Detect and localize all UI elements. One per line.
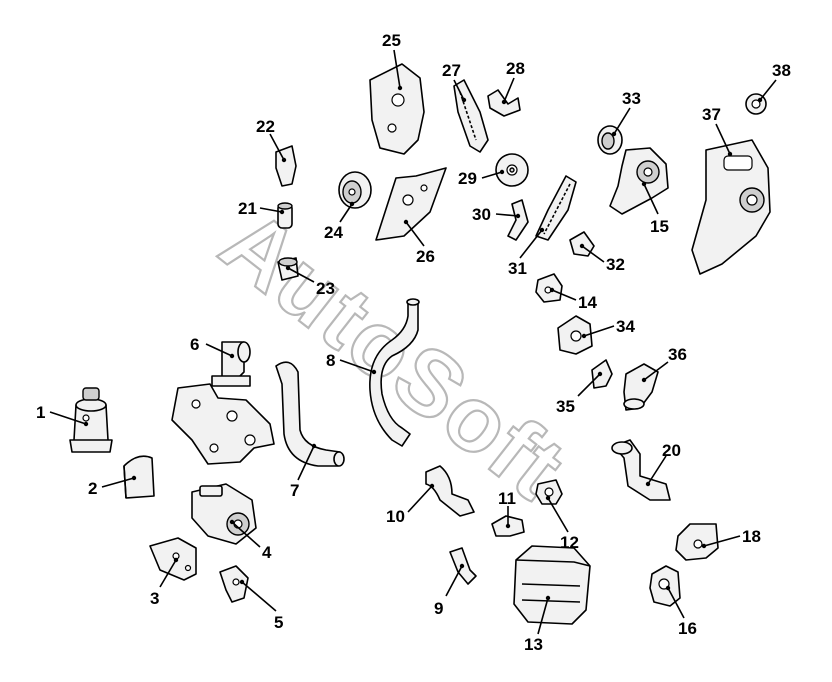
part-3-drawing[interactable] [149,537,197,581]
label-31: 31 [508,259,527,278]
label-11: 11 [498,489,516,508]
leader-lines [49,49,777,635]
part-8-drawing[interactable] [369,298,420,447]
label-13: 13 [524,635,543,654]
label-29: 29 [458,169,477,188]
label-12: 12 [560,533,579,552]
label-22: 22 [256,117,275,136]
label-6: 6 [190,335,199,354]
part-34-drawing[interactable] [557,315,593,355]
label-36: 36 [668,345,687,364]
label-33: 33 [622,89,641,108]
part-37-drawing[interactable] [691,139,771,275]
label-28: 28 [506,59,525,78]
label-25: 25 [382,31,401,50]
part-14-drawing[interactable] [535,273,563,303]
part-6-drawing[interactable] [211,341,251,387]
label-7: 7 [290,481,299,500]
label-21: 21 [238,199,257,218]
label-20: 20 [662,441,681,460]
part-30-drawing[interactable] [507,199,529,241]
label-37: 37 [702,105,721,124]
label-23: 23 [316,279,335,298]
label-38: 38 [772,61,791,80]
part-7-drawing[interactable] [275,361,345,467]
label-14: 14 [578,293,597,312]
part-20-drawing[interactable] [611,439,671,501]
part-21-drawing[interactable] [277,202,293,229]
part-12-drawing[interactable] [535,479,563,505]
part-25-drawing[interactable] [369,63,425,155]
leader-dots [83,85,763,601]
label-18: 18 [742,527,761,546]
part-33-drawing[interactable] [597,125,623,155]
label-1: 1 [36,403,45,422]
label-26: 26 [416,247,435,266]
label-24: 24 [324,223,343,242]
labels: 1 2 3 4 5 6 7 8 9 10 11 12 13 14 15 16 1… [36,31,791,654]
label-30: 30 [472,205,491,224]
label-10: 10 [386,507,405,526]
label-32: 32 [606,255,625,274]
label-2: 2 [88,479,97,498]
part-16-drawing[interactable] [649,565,681,607]
part-1-drawing[interactable] [69,387,113,453]
part-24-drawing[interactable] [338,171,372,209]
label-4: 4 [262,543,272,562]
part-26-drawing[interactable] [375,167,447,241]
part-36-drawing[interactable] [623,363,659,411]
part-29-drawing[interactable] [495,153,529,187]
label-27: 27 [442,61,461,80]
label-3: 3 [150,589,159,608]
part-13-drawing[interactable] [513,545,591,625]
exhaust-manifold-drawing [171,383,275,465]
label-5: 5 [274,613,283,632]
label-35: 35 [556,397,575,416]
label-16: 16 [678,619,697,638]
part-15-drawing[interactable] [609,147,669,215]
label-8: 8 [326,351,335,370]
label-9: 9 [434,599,443,618]
label-15: 15 [650,217,669,236]
label-34: 34 [616,317,635,336]
part-5-drawing[interactable] [219,565,249,603]
part-31-drawing[interactable] [535,175,577,241]
part-18-drawing[interactable] [675,523,719,561]
part-2-drawing[interactable] [123,455,155,499]
